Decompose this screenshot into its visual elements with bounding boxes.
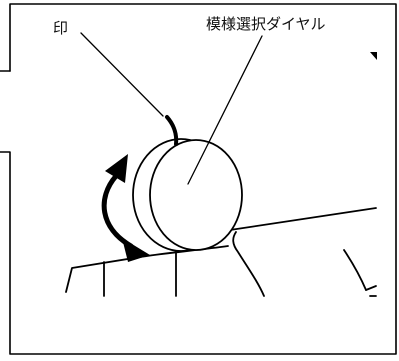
rotation-arrow-head-bottom [122, 238, 150, 262]
mark-label: 印 [53, 19, 68, 37]
dial-leader-line [187, 35, 263, 185]
machine-right-corner [365, 285, 377, 297]
mark-leader-line [80, 32, 164, 117]
dial-label: 模様選択ダイヤル [206, 15, 326, 33]
machine-top-line [229, 207, 377, 231]
corner-tick [370, 52, 377, 60]
rotation-arrow-body [101, 173, 134, 249]
rotation-arrow-head-top [105, 154, 128, 183]
dial-mark [165, 115, 179, 146]
illustration-frame [0, 3, 397, 355]
machine-edge-line [232, 231, 265, 297]
machine-front-line [65, 256, 141, 293]
machine-right-curve [343, 249, 367, 291]
dial-front-face[interactable] [149, 139, 243, 251]
